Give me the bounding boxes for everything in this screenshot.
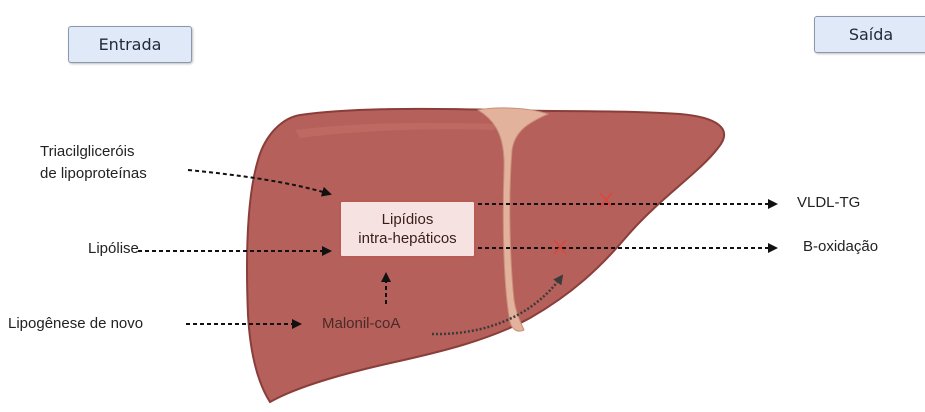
label-malonil-coa: Malonil-coA xyxy=(322,314,400,333)
intrahepatic-lipids-box: Lipídios intra-hepáticos xyxy=(339,200,476,258)
label-lipolise: Lipólise xyxy=(88,239,139,258)
label-vldl-tg: VLDL-TG xyxy=(797,193,860,212)
liver-shape xyxy=(247,109,724,402)
center-line2: intra-hepáticos xyxy=(358,229,456,248)
entrada-header: Entrada xyxy=(68,26,192,63)
label-lipoproteinas: de lipoproteínas xyxy=(40,164,147,183)
label-lipogenese: Lipogênese de novo xyxy=(8,314,143,333)
saida-header: Saída xyxy=(814,16,925,53)
center-line1: Lipídios xyxy=(382,210,434,229)
label-b-oxidacao: B-oxidação xyxy=(803,237,878,256)
label-triacilglicerois: Triacilgliceróis xyxy=(40,142,134,161)
